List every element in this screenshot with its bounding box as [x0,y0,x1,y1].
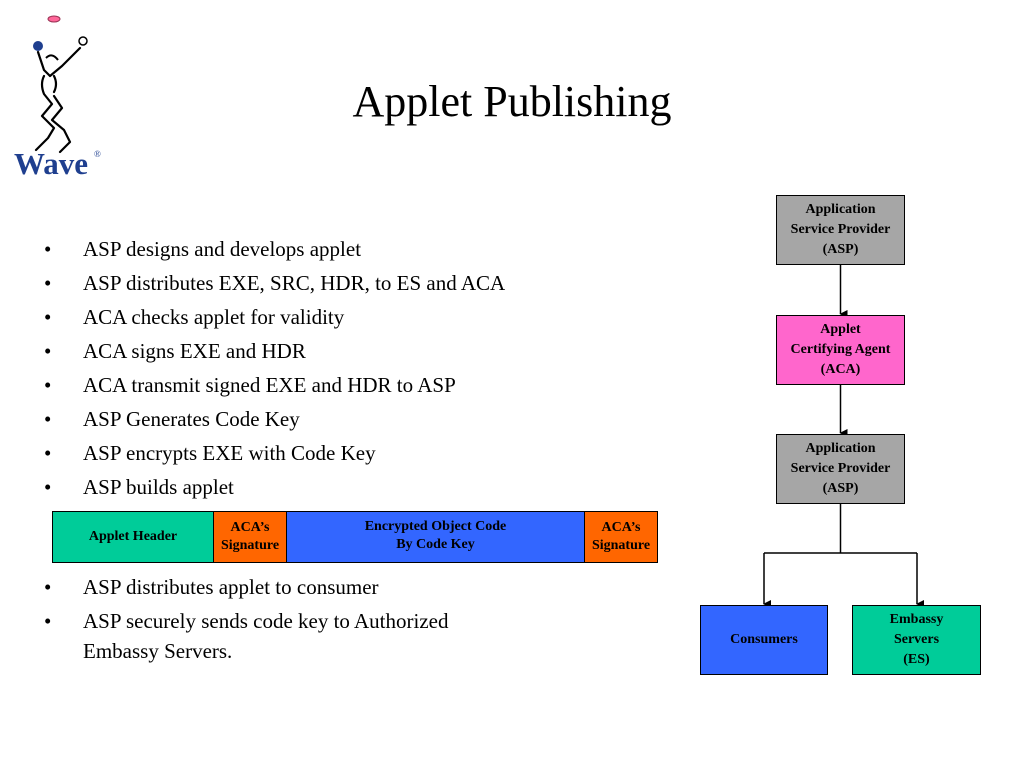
segment-label-line: Encrypted Object Code [364,519,507,534]
encrypted-object-code-segment: Encrypted Object Code By Code Key [287,512,585,562]
aca-signature-segment-2: ACA’s Signature [585,512,657,562]
node-asp-top: Application Service Provider (ASP) [776,195,905,265]
bullet-item: ASP designs and develops applet [44,232,505,266]
node-label-line: Applet [820,322,861,337]
bullet-item: ASP encrypts EXE with Code Key [44,436,505,470]
bullet-item: ASP securely sends code key to Authorize… [44,606,564,666]
node-label-line: Application [805,441,876,456]
segment-label-line: By Code Key [396,537,475,552]
bullet-item: ASP distributes applet to consumer [44,570,564,604]
node-consumers: Consumers [700,605,828,675]
node-label-line: Consumers [730,632,798,647]
applet-header-label: Applet Header [88,529,178,544]
node-aca: Applet Certifying Agent (ACA) [776,315,905,385]
node-label-line: Servers [893,632,940,647]
node-embassy-servers: Embassy Servers (ES) [852,605,981,675]
node-label-line: (ES) [903,652,930,667]
segment-label-line: Signature [220,538,280,553]
node-label-line: Certifying Agent [790,342,891,357]
bullet-item: ASP distributes EXE, SRC, HDR, to ES and… [44,266,505,300]
node-label-line: (ACA) [820,362,861,377]
node-label-line: Application [805,202,876,217]
registered-mark-icon: ® [94,149,101,159]
node-label-line: Service Provider [790,222,891,237]
wave-logo-figure [33,15,88,154]
aca-signature-segment-1: ACA’s Signature [214,512,287,562]
bullet-item: ACA transmit signed EXE and HDR to ASP [44,368,505,402]
logo-wordmark: Wave [14,146,89,181]
node-label-line: Embassy [889,612,944,627]
applet-structure-bar: Applet Header ACA’s Signature Encrypted … [52,511,658,563]
segment-label-line: Signature [591,538,651,553]
node-label-line: (ASP) [822,242,859,257]
bullet-item: ASP builds applet [44,470,505,504]
bullet-item: ACA signs EXE and HDR [44,334,505,368]
bullet-line: Embassy Servers. [83,639,233,663]
slide-title: Applet Publishing [352,77,672,126]
bullet-item: ACA checks applet for validity [44,300,505,334]
segment-label-line: ACA’s [230,520,270,535]
node-asp-bottom: Application Service Provider (ASP) [776,434,905,504]
bullet-list-top: ASP designs and develops applet ASP dist… [44,232,505,504]
bullet-item: ASP Generates Code Key [44,402,505,436]
bullet-list-bottom: ASP distributes applet to consumer ASP s… [44,570,564,666]
node-label-line: Service Provider [790,461,891,476]
bullet-line: ASP securely sends code key to Authorize… [83,609,449,633]
node-label-line: (ASP) [822,481,859,496]
segment-label-line: ACA’s [601,520,641,535]
applet-header-segment: Applet Header [53,512,214,562]
